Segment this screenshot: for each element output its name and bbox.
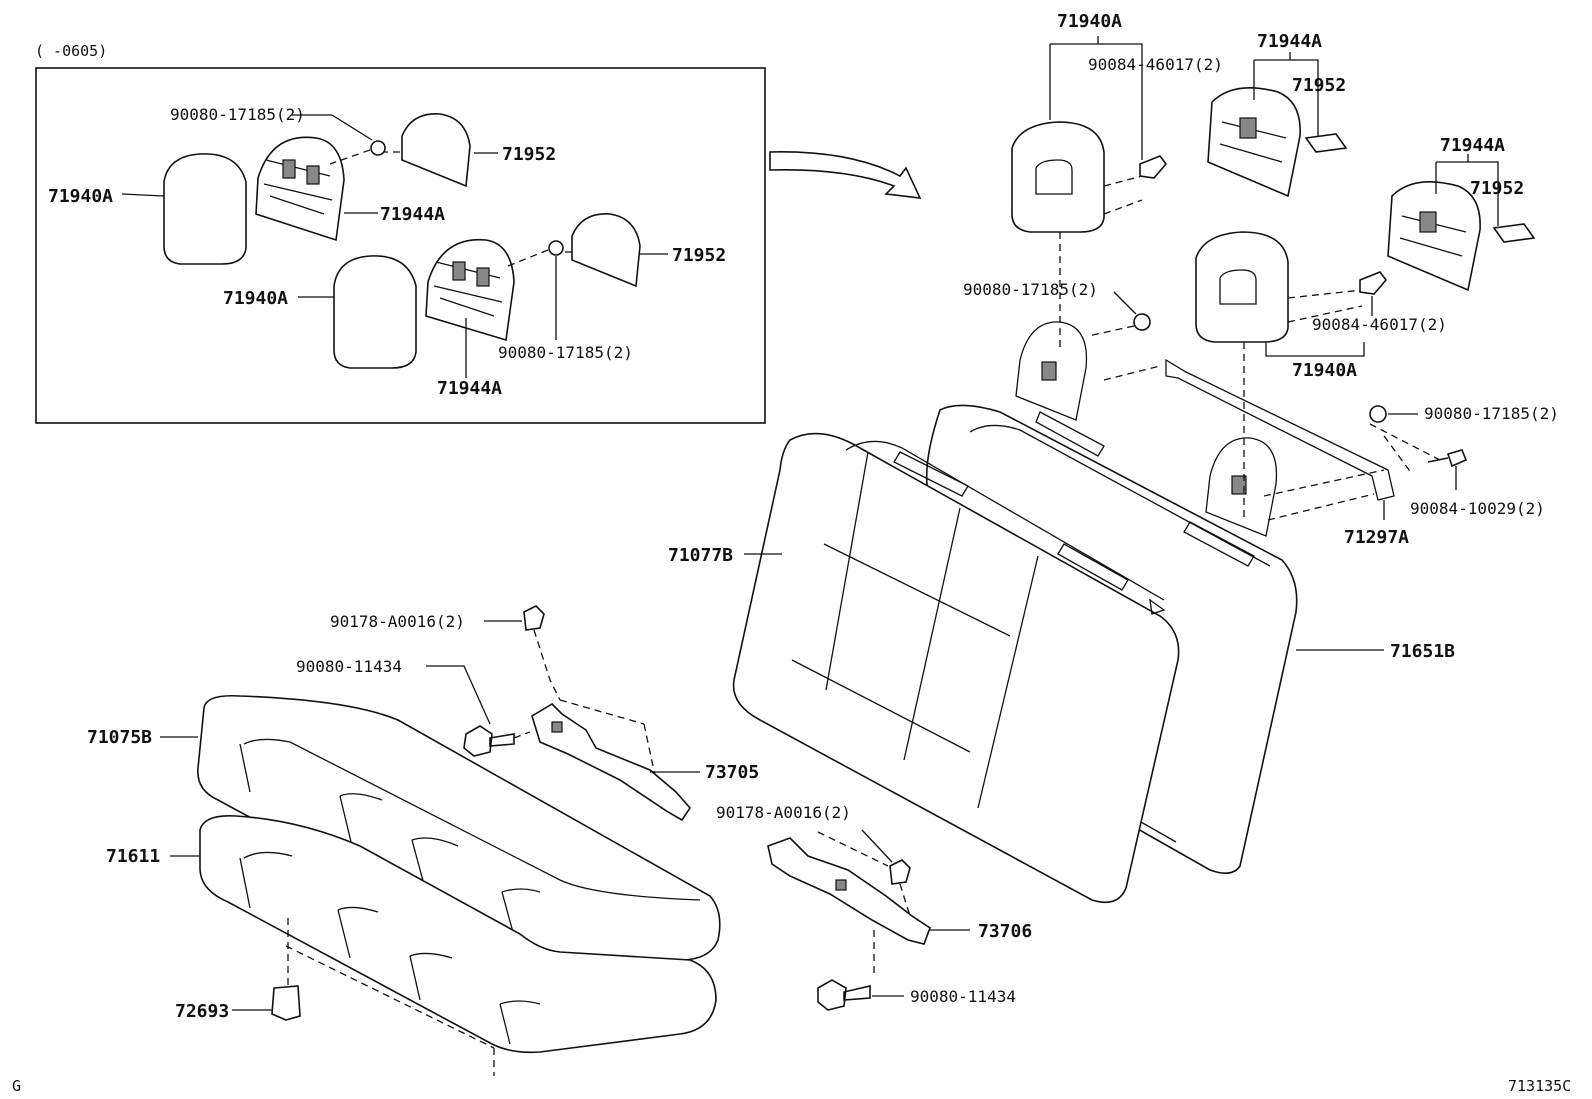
inset-headrest-b bbox=[333, 255, 417, 369]
top-clip bbox=[1139, 155, 1168, 179]
right-headrest bbox=[1195, 231, 1289, 343]
inset-headrest-a bbox=[163, 153, 247, 265]
label-bracket-b: 73706 bbox=[978, 921, 1032, 942]
label-right-headrest: 71940A bbox=[1292, 360, 1357, 381]
label-drawing-code: 713135C bbox=[1508, 1077, 1571, 1095]
label-inset-cover-b: 71952 bbox=[672, 245, 726, 266]
transfer-arrow-icon bbox=[769, 151, 922, 199]
inset-bolt-a bbox=[370, 140, 386, 156]
inset-panel: ( -0605) 90080-1718 bbox=[35, 42, 766, 424]
bracket-73705 bbox=[531, 702, 692, 822]
label-inset-bolt-a: 90080-17185(2) bbox=[170, 105, 305, 124]
label-right-cover-a: 71952 bbox=[1292, 75, 1346, 96]
right-bolt bbox=[1369, 405, 1387, 423]
label-hinge: 71297A bbox=[1344, 527, 1409, 548]
right-support-b bbox=[1387, 180, 1481, 292]
bracket-73706 bbox=[767, 837, 931, 945]
label-cushion-cover: 71075B bbox=[87, 727, 152, 748]
label-inset-bolt-b: 90080-17185(2) bbox=[498, 343, 633, 362]
top-headrest bbox=[1011, 121, 1105, 233]
inset-support-b bbox=[425, 238, 515, 342]
seat-back-support-right bbox=[1205, 437, 1278, 537]
nut-a bbox=[523, 605, 545, 631]
label-inset-support-b: 71944A bbox=[437, 378, 502, 399]
nut-b bbox=[889, 859, 911, 885]
bolt-a bbox=[463, 725, 515, 757]
seat-back-support-left bbox=[1015, 321, 1088, 421]
inset-range-label: ( -0605) bbox=[35, 42, 107, 60]
label-right-screw: 90084-10029(2) bbox=[1410, 499, 1545, 518]
cushion-pad bbox=[199, 814, 717, 1054]
label-back-cover: 71077B bbox=[668, 545, 733, 566]
label-inset-cover-a: 71952 bbox=[502, 144, 556, 165]
inset-bolt-b bbox=[548, 240, 564, 256]
label-right-support-a: 71944A bbox=[1257, 31, 1322, 52]
headrest-parts bbox=[1011, 36, 1536, 521]
right-screw bbox=[1427, 449, 1468, 468]
inset-support-a bbox=[255, 136, 345, 242]
label-nut-a: 90178-A0016(2) bbox=[330, 612, 465, 631]
label-right-support-b: 71944A bbox=[1440, 135, 1505, 156]
inset-frame bbox=[35, 67, 766, 424]
label-right-cover-b: 71952 bbox=[1470, 178, 1524, 199]
label-inset-headrest-b: 71940A bbox=[223, 288, 288, 309]
label-clip: 72693 bbox=[175, 1001, 229, 1022]
label-bolt-b: 90080-11434 bbox=[910, 987, 1016, 1006]
label-cushion-pad: 71611 bbox=[106, 846, 160, 867]
label-bracket-a: 73705 bbox=[705, 762, 759, 783]
label-inset-headrest-a: 71940A bbox=[48, 186, 113, 207]
seat-back-assembly bbox=[732, 321, 1298, 904]
mid-bolt bbox=[1133, 313, 1151, 331]
label-back-pad: 71651B bbox=[1390, 641, 1455, 662]
bracket-parts bbox=[426, 605, 970, 1011]
seat-cushion-assembly bbox=[160, 694, 721, 1076]
label-corner-code: G bbox=[12, 1077, 21, 1095]
label-top-headrest: 71940A bbox=[1057, 11, 1122, 32]
right-cover-b bbox=[1492, 223, 1536, 243]
label-top-clip: 90084-46017(2) bbox=[1088, 55, 1223, 74]
label-nut-b: 90178-A0016(2) bbox=[716, 803, 851, 822]
cushion-clip bbox=[271, 985, 301, 1021]
bolt-b bbox=[817, 979, 871, 1011]
inset-cover-b bbox=[571, 213, 641, 288]
inset-cover-a bbox=[401, 113, 471, 188]
label-mid-bolt: 90080-17185(2) bbox=[963, 280, 1098, 299]
right-support-a bbox=[1207, 86, 1301, 198]
hinge-rod bbox=[1165, 358, 1395, 501]
label-right-clip: 90084-46017(2) bbox=[1312, 315, 1447, 334]
seat-back-cover bbox=[732, 432, 1180, 904]
label-bolt-a: 90080-11434 bbox=[296, 657, 402, 676]
label-inset-support-a: 71944A bbox=[380, 204, 445, 225]
right-cover-a bbox=[1304, 133, 1348, 153]
label-right-bolt: 90080-17185(2) bbox=[1424, 404, 1559, 423]
right-clip bbox=[1359, 271, 1388, 295]
